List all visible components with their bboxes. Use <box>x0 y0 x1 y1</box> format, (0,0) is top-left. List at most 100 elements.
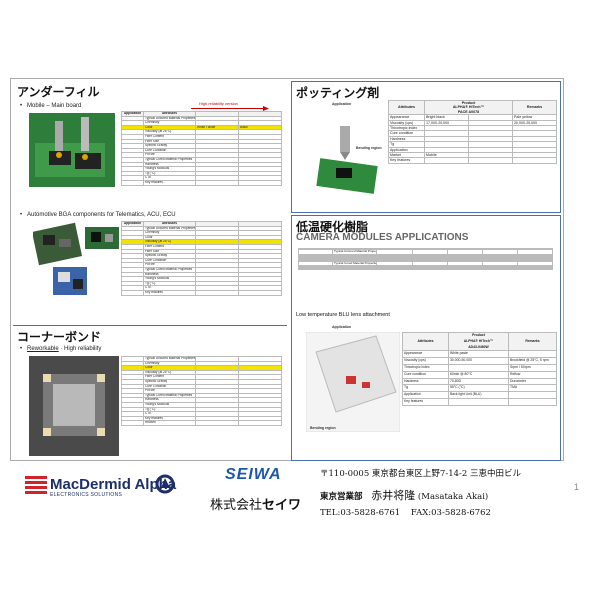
page-number: 1 <box>574 482 580 492</box>
table-cell: Key features <box>143 289 196 296</box>
table-cell: Durometer <box>508 377 557 386</box>
reliability-arrow-icon <box>191 106 269 111</box>
table-cell <box>447 268 483 270</box>
table-cell: Typical Uncured Material Properties <box>143 356 196 362</box>
low-temp-panel: 低温硬化樹脂 CAMERA MODULES APPLICATIONS Typic… <box>291 215 561 461</box>
table-cell <box>121 420 144 426</box>
table-cell: Viscosity (cps) <box>402 357 449 365</box>
table-cell <box>195 420 239 426</box>
table-cell <box>517 268 553 270</box>
blu-bending-label: Bending region <box>310 426 336 430</box>
table-cell: Typical Cured Material Properties <box>143 156 196 163</box>
table-cell <box>424 157 469 164</box>
table-header: Application <box>121 221 144 227</box>
person-romaji: (Masataka Akai) <box>417 492 489 502</box>
table-cell: Typical Uncured Material Properties <box>332 249 377 255</box>
table-row: Key features <box>121 179 282 186</box>
table-cell: TMA <box>508 384 557 393</box>
camera-modules-table: Typical Uncured Material PropertiesTypic… <box>298 248 553 270</box>
ecu-board-image <box>53 267 87 295</box>
fax-number: FAX:03-5828-6762 <box>410 508 491 518</box>
table-cell <box>517 248 553 250</box>
blu-lens-caption: Low temperature BLU lens attachment <box>296 312 390 318</box>
corner-bond-panel: コーナーボンド Reworkable · High reliability Ty… <box>13 325 287 460</box>
table-row <box>298 248 553 250</box>
table-header: Remarks <box>512 99 557 116</box>
phone-line: TEL:03-5828-6761 FAX:03-5828-6762 <box>320 508 491 518</box>
reliability-arrow-label: High reliability version <box>199 101 238 106</box>
reworkable-label: Reworkable <box>27 346 59 352</box>
table-cell: Reflow <box>508 370 557 379</box>
underfill-bullet-automotive: Automotive BGA components for Telematics… <box>20 212 176 218</box>
seiwa-company-name: 株式会社セイワ <box>210 494 301 513</box>
table-cell <box>448 397 509 406</box>
product-name: ALPHA® HiTech™ <box>452 105 485 110</box>
potting-board-image <box>316 126 378 194</box>
table-header: Attributes <box>402 331 449 352</box>
table-cell <box>508 397 557 406</box>
alpha-swirl-icon <box>155 474 175 494</box>
underfill-title: アンダーフィル <box>17 85 100 99</box>
potting-title: ポッティング剤 <box>296 86 380 100</box>
table-cell <box>195 289 239 296</box>
table-cell: 30,000-50,000 <box>448 357 509 365</box>
table-cell: Brookfield @ 25°C, 5 rpm <box>508 357 557 365</box>
macdermid-tagline: ELECTRONICS SOLUTIONS <box>50 492 123 498</box>
product-code: PACE A0078 <box>457 109 480 114</box>
table-cell <box>238 420 282 426</box>
table-cell <box>482 268 518 270</box>
table-cell: Thixotropic index <box>402 363 449 372</box>
table-cell <box>332 268 377 270</box>
company-name: セイワ <box>262 497 302 512</box>
table-cell: Back light Unit (BLU) <box>448 391 509 399</box>
mobile-board-image <box>29 113 115 187</box>
underfill-mobile-table: Application Attributes Typical Uncured M… <box>121 111 282 186</box>
table-cell: Cure condition <box>402 370 449 379</box>
telematics-board-image <box>85 227 119 249</box>
corner-bond-title: コーナーボンド <box>17 330 102 344</box>
table-cell <box>512 157 557 164</box>
table-cell <box>121 179 144 186</box>
blu-application-header: Application <box>332 325 352 329</box>
table-row: Key features <box>402 397 557 406</box>
camera-modules-subtitle: CAMERA MODULES APPLICATIONS <box>296 232 469 243</box>
tel-number: TEL:03-5828-6761 <box>320 508 401 518</box>
table-cell: 70-80D <box>448 377 509 386</box>
table-cell <box>508 350 557 359</box>
table-row: Key features <box>121 289 282 296</box>
table-cell: 60min @ 80°C <box>448 370 509 379</box>
table-cell: Rework <box>143 420 196 426</box>
table-cell: Appearance <box>402 350 449 359</box>
table-cell: Application <box>402 391 449 399</box>
table-row: Color <box>121 365 282 371</box>
table-cell: 55°C (°C) <box>448 384 509 393</box>
contact-line: 東京営業部 赤井将隆 (Masataka Akai) <box>320 487 488 503</box>
low-temp-title: 低温硬化樹脂 <box>296 220 369 234</box>
company-prefix: 株式会社 <box>210 497 263 512</box>
address: 〒110-0005 東京都台東区上野7-14-2 三恵中田ビル <box>320 469 522 479</box>
table-cell <box>508 391 557 399</box>
table-cell: White paste <box>448 350 509 359</box>
potting-panel: ポッティング剤 Bending region Attributes Produc… <box>291 81 561 213</box>
seiwa-logo: SEIWA <box>225 466 282 483</box>
table-cell: Typical Cured Material Properties <box>143 266 196 273</box>
product-name: ALPHA® HiTech™ <box>463 338 494 343</box>
automotive-board-image <box>33 222 83 266</box>
product-header: Product <box>461 101 476 105</box>
table-cell <box>195 179 239 186</box>
table-row: Rework <box>121 420 282 426</box>
underfill-bullet-mobile: Mobile – Main board <box>20 103 81 109</box>
table-row <box>298 268 553 270</box>
table-cell <box>468 157 513 164</box>
table-cell <box>517 259 553 262</box>
table-cell <box>412 268 448 270</box>
